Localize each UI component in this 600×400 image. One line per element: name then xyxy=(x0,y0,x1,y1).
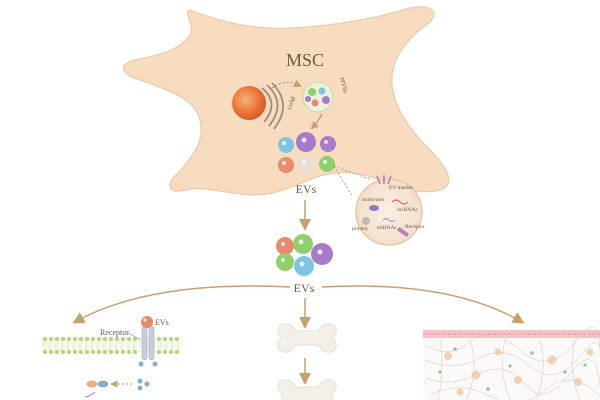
molecule-icon xyxy=(369,205,379,211)
golgi-label: Golgi xyxy=(287,95,296,110)
lncrna-icon xyxy=(391,199,409,205)
mvb-label: MVBs xyxy=(338,77,348,95)
intracellular-signaling xyxy=(84,378,150,398)
ev-cluster-isolated xyxy=(276,234,333,276)
cargo-mirnas: miRNAs xyxy=(377,225,397,231)
receptor-pointer xyxy=(127,332,142,341)
ev xyxy=(278,157,294,173)
ev xyxy=(320,136,336,152)
msc-cell-body xyxy=(123,6,450,196)
golgi-apparatus xyxy=(261,82,284,130)
ev xyxy=(278,137,294,153)
ev-cargo-vesicle xyxy=(355,175,423,246)
protein-icon xyxy=(362,217,370,225)
nucleus xyxy=(232,86,266,120)
cargo-molecules: molecules xyxy=(362,197,384,203)
arrow-branch-right xyxy=(321,285,525,324)
receptor-icon xyxy=(396,226,410,238)
mirna-icon xyxy=(382,217,396,223)
cell-membrane xyxy=(42,337,182,354)
ev xyxy=(298,156,314,172)
evs-label-1: EVs xyxy=(296,182,317,196)
release-arrow xyxy=(310,113,323,130)
ev xyxy=(319,156,335,172)
cargo-protein: protein xyxy=(352,226,368,232)
bone-icon xyxy=(277,323,337,353)
left-panel-receptor: Receptor xyxy=(100,328,129,337)
cargo-ev-marker: EV marker xyxy=(389,185,413,191)
bone-icon-lower xyxy=(277,379,337,400)
cell-label: MSC xyxy=(286,50,324,70)
ev xyxy=(311,243,333,265)
cargo-lncrnas: lncRNAs xyxy=(397,207,417,213)
ev xyxy=(294,256,314,276)
ev-binding xyxy=(141,316,153,328)
zoom-lines xyxy=(333,165,373,197)
membrane-receptor xyxy=(138,325,158,367)
evs-label-2: EVs xyxy=(294,281,315,295)
arrow-branch-left xyxy=(72,285,291,324)
left-panel-evs: EVs xyxy=(155,318,169,327)
ev xyxy=(276,237,294,255)
cargo-receptor: Receptor xyxy=(405,224,425,230)
ev-cluster-cell xyxy=(278,132,336,173)
mvb xyxy=(302,81,334,113)
ev xyxy=(296,132,316,152)
ev-marker-icon xyxy=(376,175,392,185)
ev xyxy=(293,234,313,254)
tissue-panel xyxy=(423,326,600,400)
ev xyxy=(276,253,294,271)
